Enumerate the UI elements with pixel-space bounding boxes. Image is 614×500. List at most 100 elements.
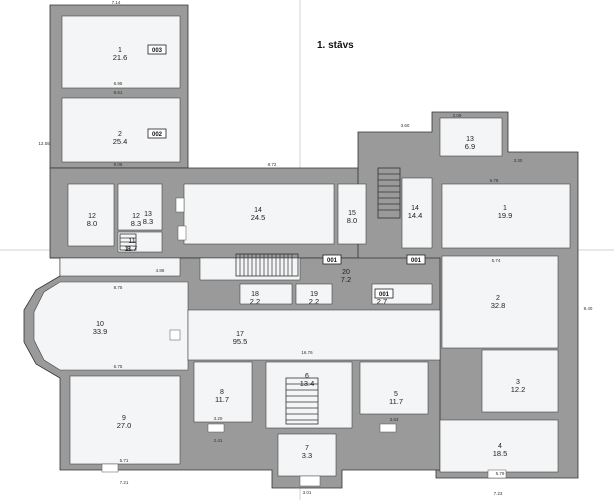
room-number: 14 xyxy=(411,205,419,212)
door xyxy=(487,469,507,479)
room-area: 2.2 xyxy=(250,297,260,306)
room-number: 11 xyxy=(124,246,131,253)
room-7 xyxy=(277,433,337,477)
dimension-label: 6.95 xyxy=(114,81,123,86)
code-tag-text: 002 xyxy=(152,132,163,138)
room-number: 5 xyxy=(394,391,398,398)
code-tags: 003 002 001 001 001 xyxy=(147,44,426,299)
room-area: 24.5 xyxy=(251,213,266,222)
room-number: 1 xyxy=(118,47,122,54)
code-tag xyxy=(147,44,167,55)
room-8 xyxy=(193,361,253,423)
dimension-label: 5.74 xyxy=(492,258,501,263)
room-area: 11.7 xyxy=(215,395,229,404)
room-10 xyxy=(33,281,189,371)
stairs xyxy=(119,167,401,425)
room-area: 13.4 xyxy=(300,379,315,388)
door xyxy=(299,475,321,487)
room-14 xyxy=(183,183,335,245)
room-number: 13 xyxy=(144,211,152,218)
room-number: 11 xyxy=(128,238,135,245)
room-area: 33.9 xyxy=(93,327,108,336)
dimension-label: 5.79 xyxy=(496,471,505,476)
room-19 xyxy=(295,283,333,305)
dimension-label: 7.14 xyxy=(112,0,121,5)
room-number: 2 xyxy=(118,131,122,138)
room-area: 8.3 xyxy=(143,217,153,226)
room-area: 32.8 xyxy=(491,301,506,310)
room-1b xyxy=(441,183,571,249)
code-tag-text: 001 xyxy=(327,258,338,264)
dimension-label: 5.78 xyxy=(490,178,499,183)
dimension-label: 3.30 xyxy=(514,158,523,163)
dimension-label: 2.09 xyxy=(453,113,462,118)
room-number: 13 xyxy=(466,136,474,143)
stair-south xyxy=(285,377,319,425)
dimension-label: 3.20 xyxy=(214,416,223,421)
room-5 xyxy=(359,361,429,415)
room-number: 8 xyxy=(220,389,224,396)
room-area: 19.9 xyxy=(498,211,513,220)
room-area: 12.2 xyxy=(511,385,526,394)
room-11 xyxy=(117,231,163,253)
stair-east xyxy=(377,167,401,219)
dimension-label: 8.40 xyxy=(584,306,593,311)
stair-east-treads xyxy=(378,173,400,211)
room-area: 8.7 xyxy=(127,244,137,253)
room-number: 14 xyxy=(254,207,262,214)
stair-south-treads xyxy=(286,383,318,421)
corridor-west xyxy=(59,257,181,277)
room-17 xyxy=(187,309,441,361)
room-area: 95.5 xyxy=(233,337,248,346)
room-area: 21.6 xyxy=(113,53,128,62)
room-number: 2 xyxy=(496,295,500,302)
dimension-label: 4.86 xyxy=(156,268,165,273)
door xyxy=(101,463,119,473)
room-number: 6 xyxy=(305,373,309,380)
dimension-label: 9.06 xyxy=(114,162,123,167)
room-9 xyxy=(69,375,181,465)
dimension-label: 3.01 xyxy=(303,490,312,495)
door xyxy=(169,329,181,341)
room-number: 12 xyxy=(132,213,140,220)
room-number: 12 xyxy=(88,213,96,220)
room-18 xyxy=(239,283,293,305)
rooms xyxy=(33,15,571,477)
dimension-label: 3.60 xyxy=(401,123,410,128)
code-tag-text: 001 xyxy=(411,258,422,264)
doors xyxy=(101,197,507,487)
dimension-label: 6.75 xyxy=(114,364,123,369)
code-tag xyxy=(374,288,394,299)
room-area: 7.2 xyxy=(341,275,351,284)
floor-title: 1. stāvs xyxy=(317,40,354,51)
dimension-label: 8.61 xyxy=(114,90,123,95)
door xyxy=(177,225,187,241)
room-area: 18.5 xyxy=(493,449,508,458)
room-area: 2.2 xyxy=(309,297,319,306)
stair-central xyxy=(235,253,299,277)
dimension-label: 8.75 xyxy=(114,285,123,290)
room-number: 9 xyxy=(122,415,126,422)
room-area: 8.3 xyxy=(131,219,141,228)
dimension-label: 16.76 xyxy=(301,350,313,355)
room-number: 7 xyxy=(305,445,309,452)
room-3 xyxy=(481,349,559,413)
code-tag xyxy=(406,254,426,265)
room-number: 17 xyxy=(236,331,244,338)
room-13 xyxy=(117,183,163,231)
dimension-label: 3.63 xyxy=(390,417,399,422)
room-number: 19 xyxy=(310,291,318,298)
code-tag xyxy=(147,128,167,139)
dimension-label: 7.23 xyxy=(494,491,503,496)
room-number: 1 xyxy=(503,205,507,212)
room-area: 8.0 xyxy=(347,216,357,225)
room-2b xyxy=(441,255,559,349)
code-tag-text: 001 xyxy=(379,292,390,298)
room-number: 3 xyxy=(516,379,520,386)
room-number: 20 xyxy=(342,269,350,276)
door xyxy=(379,423,397,433)
door xyxy=(175,197,185,213)
room-number: 15 xyxy=(348,210,356,217)
code-tag-text: 003 xyxy=(152,48,163,54)
